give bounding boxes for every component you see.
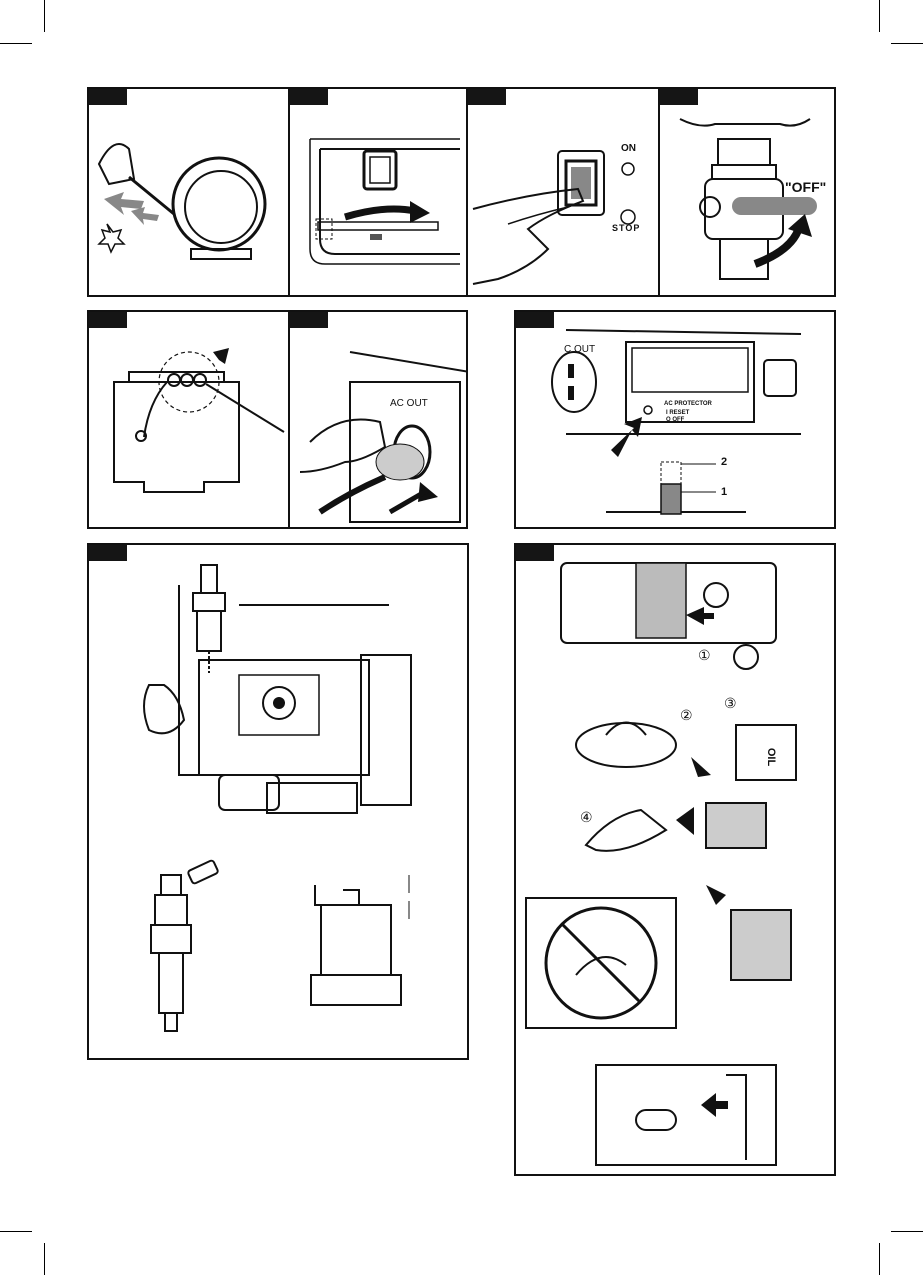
ac-plug-icon xyxy=(290,312,468,529)
crop-mark xyxy=(44,1243,45,1275)
switch-on-label: ON xyxy=(621,143,636,154)
choke-lever-icon xyxy=(290,89,468,297)
ac-out-label-2: C OUT xyxy=(564,344,595,355)
crop-mark xyxy=(0,1231,32,1232)
engine-switch-icon xyxy=(468,89,660,297)
off-label: O OFF xyxy=(666,417,684,423)
spark-plug-icon xyxy=(89,545,469,1060)
rope-knot-icon xyxy=(89,312,290,529)
level-1-label: 1 xyxy=(721,486,727,498)
panel-choke-lever xyxy=(288,87,468,297)
crop-mark xyxy=(44,0,45,32)
crop-mark xyxy=(879,1243,880,1275)
fuel-off-label: "OFF" xyxy=(785,179,826,195)
filter-step-1: ① xyxy=(698,647,711,664)
panel-ac-protector: C OUT AC PROTECTOR I RESET O OFF 2 1 xyxy=(514,310,836,529)
filter-step-4: ④ xyxy=(580,809,593,826)
air-filter-icon xyxy=(516,545,836,1176)
panel-air-filter: ① ② ③ ④ OIL xyxy=(514,543,836,1176)
panel-engine-switch: ON STOP xyxy=(466,87,660,297)
panel-recoil-starter xyxy=(87,87,290,297)
crop-mark xyxy=(0,43,32,44)
panel-fuel-valve: "OFF" xyxy=(658,87,836,297)
reset-label: I RESET xyxy=(666,410,689,416)
panel-ac-plug: AC OUT xyxy=(288,310,468,529)
crop-mark xyxy=(891,1231,923,1232)
crop-mark xyxy=(879,0,880,32)
oil-label: OIL xyxy=(765,748,777,766)
filter-step-3: ③ xyxy=(724,695,737,712)
panel-rope-knot xyxy=(87,310,290,529)
switch-stop-label: STOP xyxy=(612,223,640,233)
panel-spark-plug xyxy=(87,543,469,1060)
ac-protector-label: AC PROTECTOR xyxy=(664,401,712,407)
ac-out-label: AC OUT xyxy=(390,398,428,409)
crop-mark xyxy=(891,43,923,44)
filter-step-2: ② xyxy=(680,707,693,724)
recoil-starter-icon xyxy=(89,89,290,297)
level-2-label: 2 xyxy=(721,456,727,468)
